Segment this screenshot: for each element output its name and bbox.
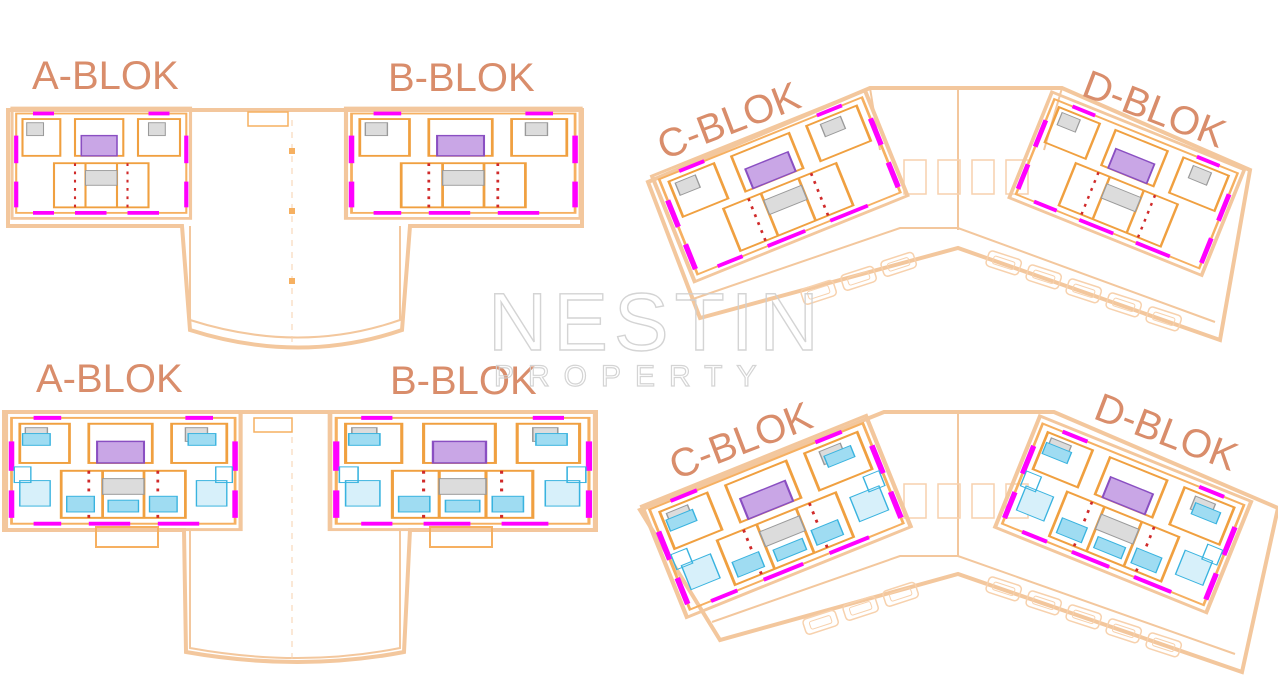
label-bottom-a-blok: A-BLOK (36, 357, 183, 401)
label-bottom-b-blok: B-BLOK (390, 359, 537, 403)
label-top-b-blok: B-BLOK (388, 56, 535, 100)
label-top-a-blok: A-BLOK (32, 54, 179, 98)
label-top-d-blok: D-BLOK (1077, 62, 1232, 157)
plan-bottom-cd (637, 410, 1278, 675)
watermark-name: NESTIN (488, 277, 825, 368)
plan-bottom-ab (2, 410, 598, 664)
plan-top-cd (645, 86, 1253, 343)
watermark-sub: PROPERTY (494, 360, 771, 393)
plan-top-ab (6, 108, 584, 350)
label-bottom-c-blok: C-BLOK (663, 394, 818, 489)
